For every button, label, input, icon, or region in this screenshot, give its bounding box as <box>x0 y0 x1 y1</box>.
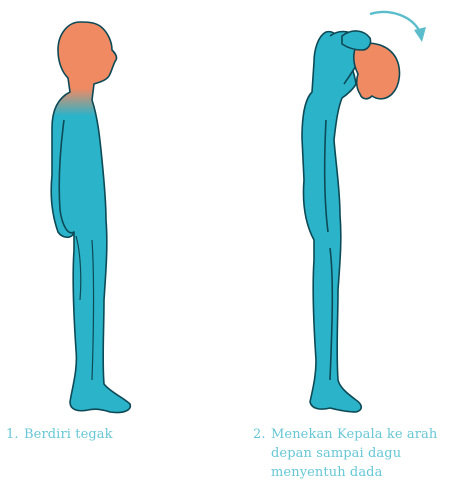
step-number: 2. <box>253 425 271 444</box>
figure-standing-straight <box>0 0 230 420</box>
step-number: 1. <box>6 425 24 444</box>
figure-head-pressed-forward <box>230 0 460 420</box>
caption-step-2: 2.Menekan Kepala ke arah depan sampai da… <box>253 425 460 482</box>
standing-person <box>51 22 130 413</box>
step-text-line-2: depan sampai dagu <box>253 444 460 463</box>
step-text-line-1: Menekan Kepala ke arah <box>271 427 437 442</box>
curved-arrow-icon <box>370 12 420 32</box>
bending-person <box>302 31 399 412</box>
step-text-line-3: menyentuh dada <box>253 463 460 482</box>
caption-step-1: 1.Berdiri tegak <box>6 425 113 444</box>
step-text: Berdiri tegak <box>24 427 113 442</box>
